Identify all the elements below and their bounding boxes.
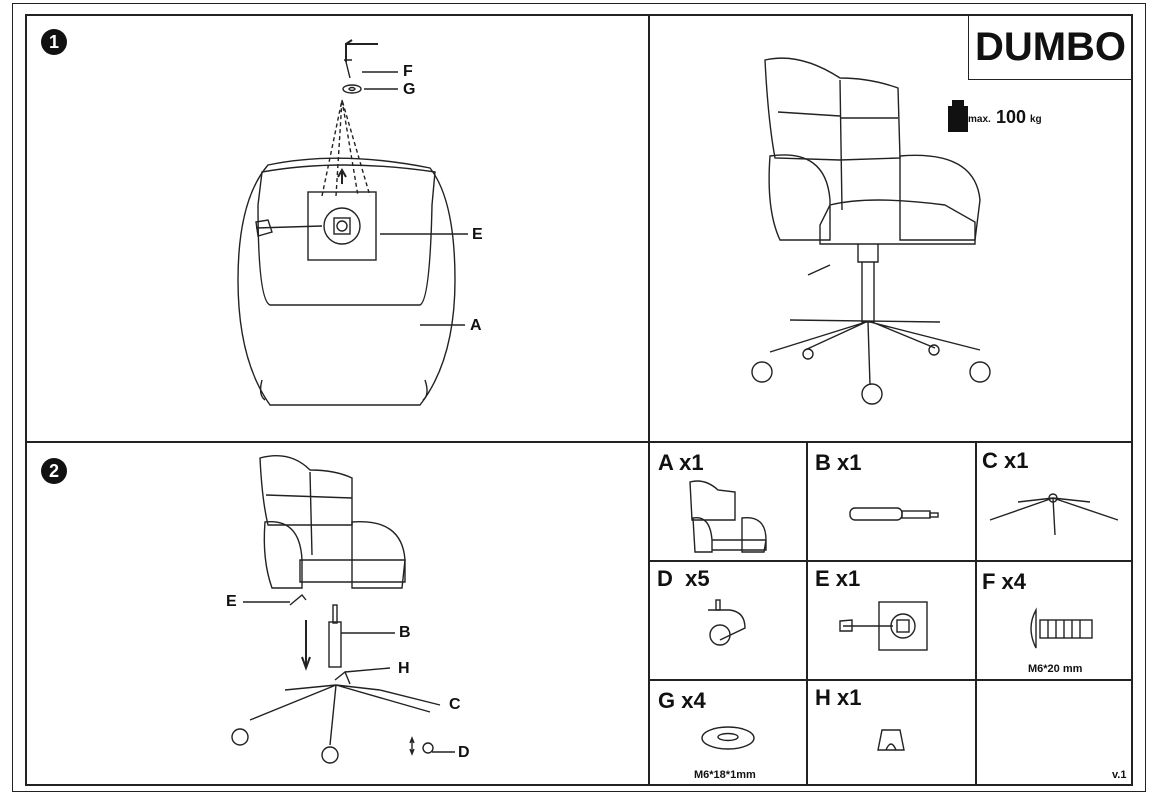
- grid-line: [975, 442, 977, 786]
- part-g-label: G x4: [658, 688, 706, 713]
- label-h: H: [398, 660, 410, 677]
- label-f: F: [403, 63, 413, 80]
- part-f-bolt: [1030, 607, 1093, 649]
- step-2-badge: 2: [41, 458, 67, 484]
- step2-chair-drawing: [231, 455, 455, 764]
- divider-horizontal: [25, 441, 1133, 443]
- chair-drawing: [751, 57, 991, 405]
- part-a-chair: [689, 480, 767, 553]
- label-c: C: [449, 696, 461, 713]
- part-c-label: C x1: [982, 448, 1029, 473]
- weight-icon: [948, 100, 968, 132]
- part-g-spec: M6*18*1mm: [694, 769, 756, 781]
- label-e: E: [472, 226, 483, 243]
- part-d-label: D x5: [657, 566, 710, 591]
- part-h-cap: [877, 729, 905, 751]
- part-e-label: E x1: [815, 566, 861, 591]
- seat-underside-drawing: [237, 39, 468, 406]
- label-g: G: [403, 81, 416, 98]
- part-h-label: H x1: [815, 685, 862, 710]
- part-c-base: [989, 493, 1119, 536]
- max-load-prefix: max.: [968, 114, 991, 125]
- part-b-label: B x1: [815, 450, 862, 475]
- divider-vertical: [648, 14, 650, 786]
- part-e-mechanism: [839, 601, 928, 651]
- grid-line: [649, 560, 1133, 562]
- part-f-spec: M6*20 mm: [1028, 663, 1083, 675]
- step-1-badge: 1: [41, 29, 67, 55]
- version-label: v.1: [1112, 769, 1127, 781]
- frame: [25, 14, 1133, 786]
- outer-border: [12, 3, 1146, 792]
- part-f-label: F x4: [982, 569, 1027, 594]
- product-title: DUMBO: [968, 14, 1133, 80]
- grid-line: [649, 679, 1133, 681]
- max-load-value: 100: [996, 107, 1027, 127]
- label-a: A: [470, 317, 482, 334]
- grid-line: [806, 442, 808, 786]
- label-d: D: [458, 744, 470, 761]
- label-b: B: [399, 624, 411, 641]
- part-d-caster: [708, 599, 746, 646]
- part-g-washer: [701, 726, 755, 750]
- max-load-unit: kg: [1030, 114, 1042, 125]
- part-b-gas-lift: [849, 507, 939, 521]
- part-a-label: A x1: [658, 450, 704, 475]
- label-e: E: [226, 593, 237, 610]
